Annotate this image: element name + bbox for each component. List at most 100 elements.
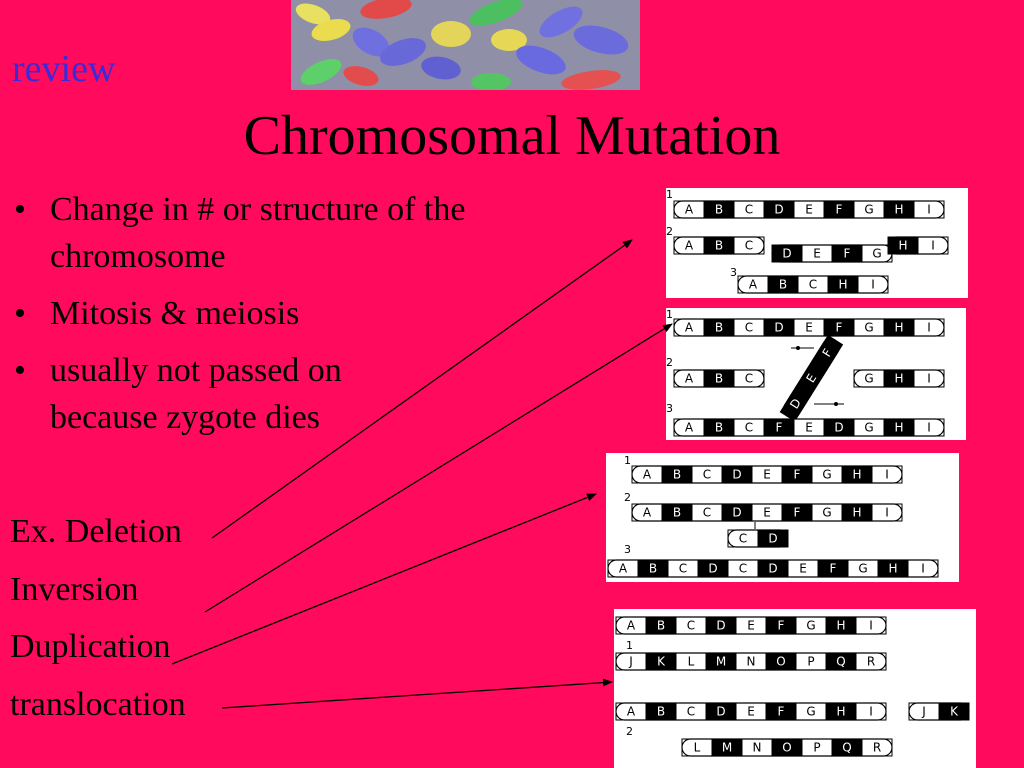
gene-label: D [732,468,741,482]
gene-label: H [836,705,845,719]
gene-label: A [685,421,694,435]
gene-label: K [657,655,666,669]
gene-label: F [794,506,801,520]
gene-label: B [715,239,723,253]
gene-label: C [745,203,753,217]
example-translocation: translocation [10,686,186,723]
gene-label: D [716,619,725,633]
gene-label: I [869,705,873,719]
gene-label: G [822,468,831,482]
gene-label: C [687,619,695,633]
arrow-duplication [171,493,597,665]
gene-label: E [805,321,813,335]
gene-label: C [703,506,711,520]
gene-label: B [715,421,723,435]
gene-label: Q [842,741,851,755]
slide-title: Chromosomal Mutation [243,105,781,167]
gene-label: B [649,562,657,576]
gene-label: I [927,372,931,386]
gene-label: B [657,705,665,719]
gene-label: J [921,705,926,719]
gene-label: C [739,532,747,546]
gene-label: Q [836,655,845,669]
gene-label: C [679,562,687,576]
chromosome-outline [673,418,945,437]
arrow-translocation [221,678,613,709]
example-duplication: Duplication [10,628,171,665]
gene-label: J [628,655,633,669]
gene-label: B [779,278,787,292]
gene-label: A [627,705,636,719]
gene-label: A [749,278,758,292]
rotation-dot [834,402,838,406]
gene-label: H [836,619,845,633]
gene-label: E [799,562,807,576]
chromosome-outline [727,529,789,548]
gene-label: H [898,239,907,253]
gene-label: D [708,562,717,576]
gene-label: N [753,741,762,755]
gene-label: G [864,321,873,335]
gene-label: H [894,421,903,435]
gene-label: L [688,655,695,669]
row-number: 1 [624,454,631,467]
gene-label: A [627,619,636,633]
gene-label: C [739,562,747,576]
gene-label: C [687,705,695,719]
review-link[interactable]: review [12,48,116,90]
chromosome-outline [673,236,765,255]
gene-label: R [867,655,875,669]
bullet-marker: • [14,352,26,389]
bullet-item: •Change in # or structure of the chromos… [14,186,494,280]
gene-label: E [813,247,821,261]
gene-label: F [830,562,837,576]
gene-label: K [950,705,959,719]
gene-label: E [805,203,813,217]
gene-label: D [716,705,725,719]
gene-label: E [747,619,755,633]
gene-label: I [871,278,875,292]
bullet-list: • Change in # or structure of the chromos… [14,186,494,451]
gene-label: F [794,468,801,482]
gene-label: F [836,321,843,335]
row-number: 3 [624,543,631,556]
rotation-dot [796,346,800,350]
gene-label: B [673,468,681,482]
bullet-item: •usually not passed on because zygote di… [14,347,494,441]
gene-label: I [921,562,925,576]
gene-label: C [745,372,753,386]
gene-label: H [852,468,861,482]
gene-label: G [822,506,831,520]
chromosome-outline [737,275,889,294]
gene-label: F [844,247,851,261]
bullet-text: Change in # or structure of the chromoso… [50,191,466,275]
gene-label: P [807,655,814,669]
chromosome-outline [782,338,840,419]
row-number: 3 [666,402,673,415]
gene-label: C [809,278,817,292]
gene-label: B [715,203,723,217]
gene-label: H [894,372,903,386]
gene-label: H [894,203,903,217]
chromosome-outline [887,236,949,255]
gene-label: G [872,247,881,261]
row-number: 2 [666,356,673,369]
gene-label: I [927,321,931,335]
gene-label: F [836,203,843,217]
gene-label: I [931,239,935,253]
gene-label: M [722,741,732,755]
gene-label: G [864,203,873,217]
gene-label: D [782,247,791,261]
